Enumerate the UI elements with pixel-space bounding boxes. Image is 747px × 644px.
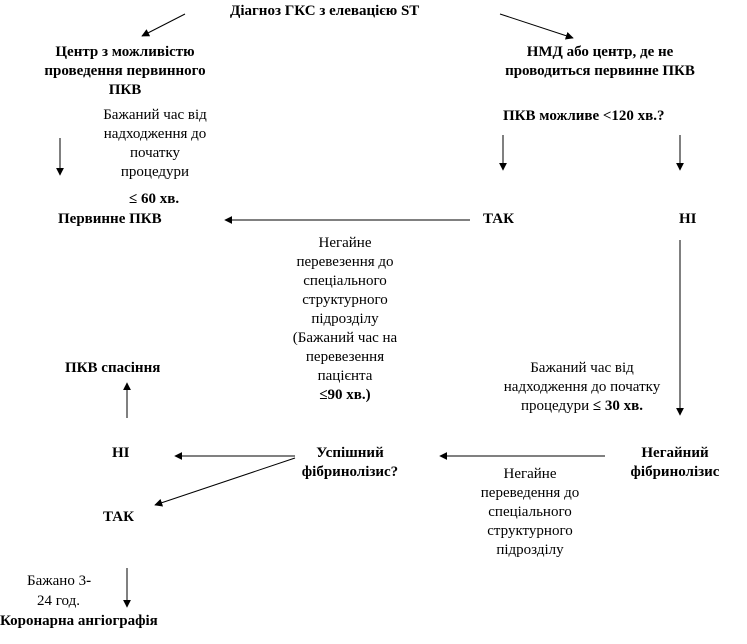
successful-fib-question: Успішний фібринолізис? — [285, 444, 415, 482]
rescue-pci-label: ПКВ спасіння — [65, 360, 161, 376]
immediate-fib-label: Негайний фібринолізис — [610, 444, 740, 482]
transfer-note2-line-4: структурного — [487, 523, 573, 539]
left-center-line-1: Центр з можливістю — [55, 44, 195, 60]
angio-time-line-1: Бажано 3- — [27, 572, 91, 591]
arrow-title-to-left — [141, 13, 186, 37]
transfer-note-2: Негайне переведення до спеціального стру… — [455, 465, 605, 560]
left-time-line-2: надходження до — [103, 126, 207, 142]
left-center-line-3: ПКВ — [108, 82, 142, 98]
no-top-label: НІ — [679, 211, 697, 227]
fib-time-prefix: процедури — [520, 398, 593, 414]
transfer-note-line-7: перевезення — [305, 349, 385, 365]
no-bottom-label: НІ — [112, 445, 130, 461]
left-time-note: Бажаний час від надходження до початку п… — [80, 106, 230, 182]
pci-possible-question: ПКВ можливе <120 хв.? — [503, 108, 665, 124]
right-center-label: НМД або центр, де не проводиться первинн… — [470, 43, 730, 81]
left-time-line-1: Бажаний час від — [103, 107, 207, 123]
fib-time-line-3: процедури ≤ 30 хв. — [462, 397, 702, 416]
arrow-title-to-right — [499, 13, 574, 40]
left-time-line-4: процедури — [120, 164, 190, 180]
angio-time-text: Бажано 3 — [27, 573, 87, 589]
fib-time-line-1: Бажаний час від — [530, 360, 634, 376]
transfer-note2-line-3: спеціального — [488, 504, 572, 520]
transfer-note-line-3: спеціального — [303, 273, 387, 289]
transfer-note-value: ≤90 хв.) — [319, 387, 371, 403]
right-center-line-1: НМД або центр, де не — [526, 44, 674, 60]
yes-top-label: ТАК — [483, 211, 514, 227]
arrow-success-to-yes — [154, 457, 296, 507]
left-time-line-3: початку — [129, 145, 181, 161]
transfer-note2-line-2: переведення до — [480, 485, 580, 501]
primary-pci-label: Первинне ПКВ — [58, 211, 162, 227]
transfer-note-line-8: пацієнта — [317, 368, 373, 384]
immediate-fib-line-1: Негайний — [641, 445, 709, 461]
immediate-fib-line-2: фібринолізис — [630, 464, 720, 480]
transfer-note-line-5: підрозділу — [311, 311, 379, 327]
transfer-note-line-1: Негайне — [318, 235, 372, 251]
fib-time-note: Бажаний час від надходження до початку п… — [462, 359, 702, 416]
transfer-note2-line-5: підрозділу — [496, 542, 564, 558]
fib-time-value: ≤ 30 хв. — [592, 398, 644, 414]
right-center-line-2: проводиться первинне ПКВ — [505, 63, 695, 79]
yes-bottom-label: ТАК — [103, 509, 134, 525]
fib-time-line-2: надходження до початку — [503, 379, 661, 395]
left-center-line-2: проведення первинного — [44, 63, 206, 79]
angio-time-line-2: 24 год. — [37, 593, 80, 609]
successful-fib-line-1: Успішний — [316, 445, 384, 461]
diagnosis-title: Діагноз ГКС з елевацією ST — [230, 3, 420, 19]
transfer-note-line-6: (Бажаний час на — [292, 330, 398, 346]
transfer-note2-line-1: Негайне — [503, 466, 557, 482]
left-time-value: ≤ 60 хв. — [129, 191, 180, 207]
transfer-note: Негайне перевезення до спеціального стру… — [270, 234, 420, 405]
angio-time-dash: - — [86, 573, 92, 589]
left-center-label: Центр з можливістю проведення первинного… — [20, 43, 230, 100]
transfer-note-line-2: перевезення до — [296, 254, 394, 270]
angiography-label: Коронарна ангіографія — [0, 613, 158, 629]
transfer-note-line-4: структурного — [302, 292, 388, 308]
successful-fib-line-2: фібринолізис? — [301, 464, 399, 480]
